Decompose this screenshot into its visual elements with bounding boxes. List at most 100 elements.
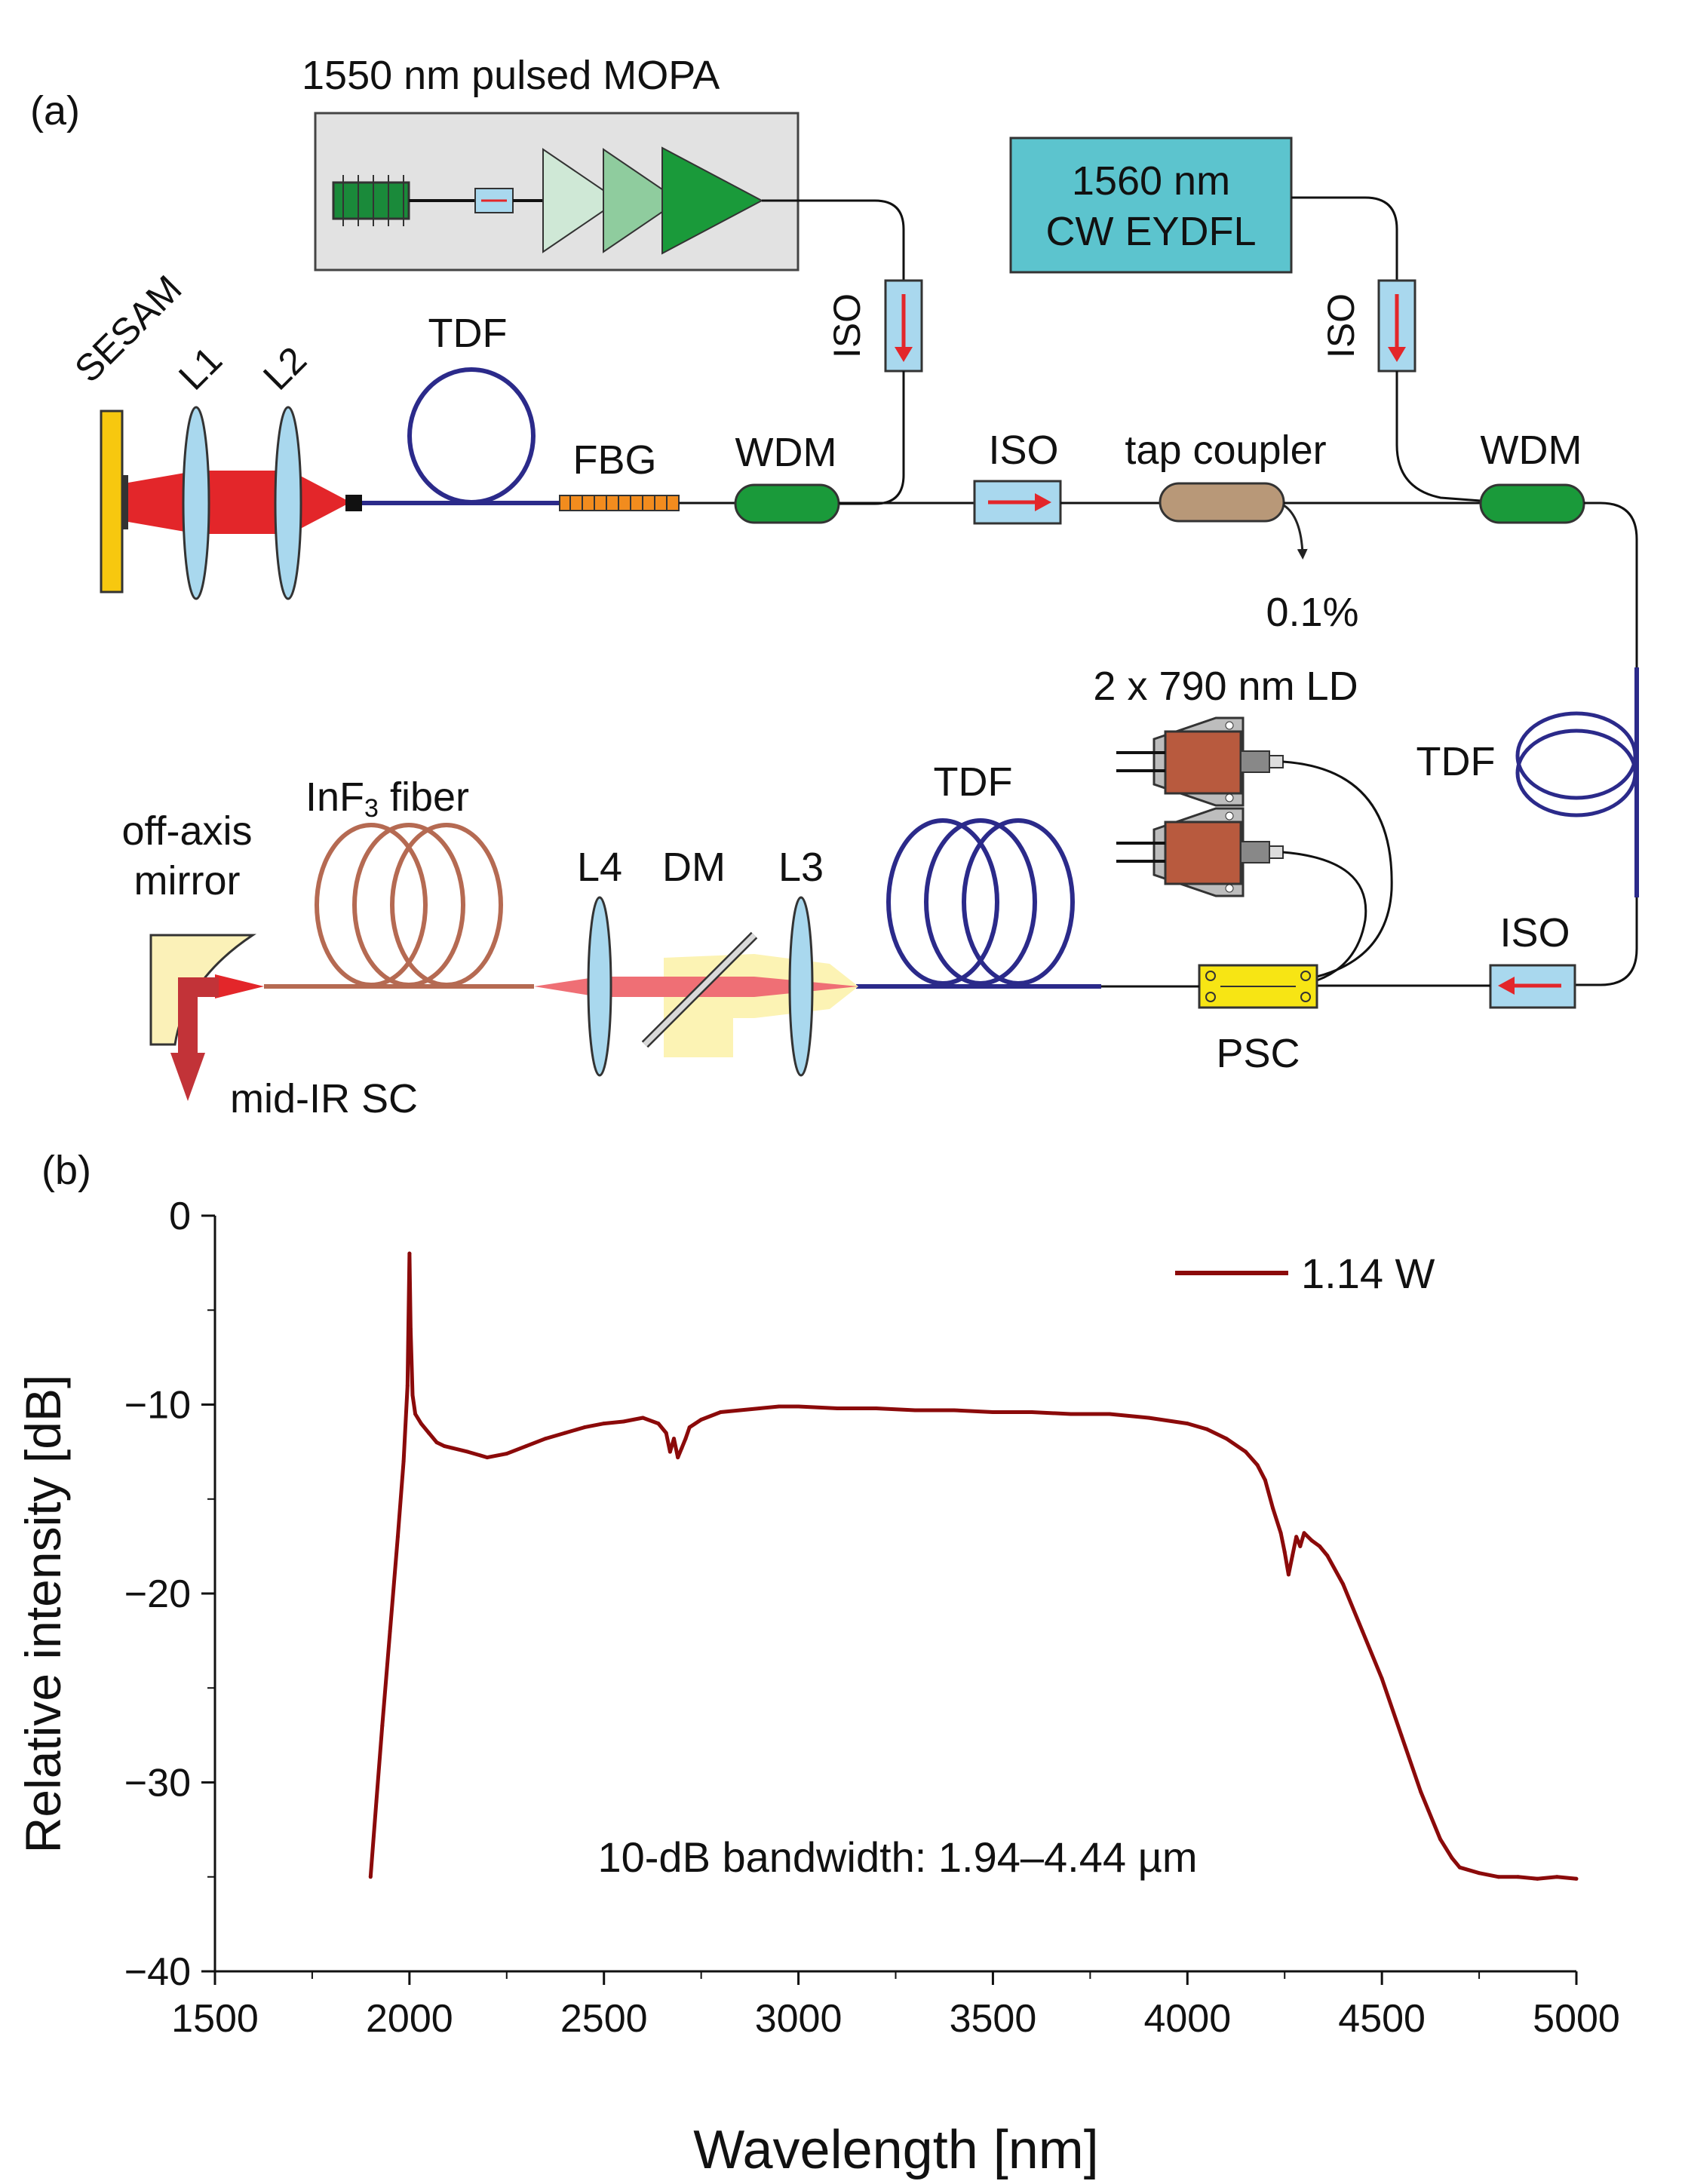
lens-l2	[274, 406, 302, 600]
series-point	[1224, 1437, 1229, 1441]
cw-eydfl-line1: 1560 nm	[1072, 158, 1230, 204]
series-point	[407, 1251, 412, 1256]
tap-output-arrow-icon	[1283, 504, 1308, 560]
x-tick-label: 3500	[950, 1997, 1037, 2041]
series-point	[368, 1875, 373, 1879]
series-point	[1069, 1412, 1073, 1416]
x-tick-label: 2500	[560, 1997, 648, 2041]
ld-label: 2 x 790 nm LD	[1093, 664, 1358, 709]
series-point	[990, 1410, 995, 1414]
dichroic-mirror-face	[643, 933, 757, 1047]
series-point	[664, 1431, 668, 1435]
series-point	[676, 1455, 680, 1460]
series-point	[1574, 1876, 1579, 1881]
series-point	[777, 1404, 781, 1409]
psc-screw-icon	[1205, 992, 1216, 1002]
x-tick-label: 5000	[1533, 1997, 1620, 2041]
series-point	[1450, 1856, 1454, 1860]
wdm-2-label: WDM	[1481, 428, 1582, 473]
series-point	[683, 1437, 688, 1441]
series-point	[1298, 1544, 1303, 1548]
series-point	[1318, 1544, 1322, 1548]
panel-b-label: (b)	[41, 1148, 91, 1193]
inf3-label: InF3 fiber	[305, 775, 469, 823]
x-axis-label: Wavelength [nm]	[693, 2120, 1099, 2180]
mopa-isolator-icon	[474, 188, 514, 213]
series-point	[640, 1416, 645, 1420]
psc-screw-icon	[1205, 971, 1216, 981]
fbg-gratings	[569, 495, 668, 511]
series-point	[505, 1452, 509, 1456]
tdf-3-coil-a	[886, 818, 999, 986]
x-tick-label: 3000	[755, 1997, 842, 2041]
series-point	[1496, 1875, 1501, 1879]
series-point	[680, 1446, 684, 1450]
series-point	[374, 1799, 379, 1804]
series-point	[563, 1431, 567, 1435]
lens-l4	[587, 896, 612, 1077]
series-point	[410, 1393, 415, 1397]
series-point	[1294, 1535, 1299, 1539]
series-point	[434, 1440, 439, 1445]
sc-label: mid-IR SC	[230, 1076, 418, 1121]
series-point	[1380, 1676, 1384, 1681]
y-tick-label: −40	[124, 1950, 191, 1994]
series-point	[699, 1418, 704, 1422]
legend-label: 1.14 W	[1301, 1250, 1435, 1297]
series-point	[952, 1408, 956, 1413]
y-axis-label: Relative intensity [dB]	[15, 1375, 71, 1854]
series-point	[1146, 1416, 1151, 1420]
inf3-coil-c	[390, 823, 503, 987]
tdf-3-coil-c	[962, 818, 1075, 986]
tap-percentage-label: 0.1%	[1266, 590, 1358, 635]
series-line-1	[368, 1251, 1577, 1881]
free-space-beam-right	[534, 977, 858, 997]
pump-beam-yellow	[664, 954, 858, 1057]
mopa-amplifier-icons	[513, 146, 764, 255]
series-point	[405, 1383, 410, 1388]
psc-label: PSC	[1216, 1031, 1300, 1076]
series-point	[1291, 1554, 1294, 1558]
series-point	[1107, 1412, 1112, 1416]
series-point	[835, 1406, 839, 1410]
series-point	[413, 1412, 418, 1416]
tdf-2-loop-b	[1515, 729, 1637, 817]
y-tick-label: −10	[124, 1384, 191, 1428]
pump-fiber-1	[837, 371, 905, 505]
free-space-beam-left	[128, 471, 351, 534]
chart-annotation: 10-dB bandwidth: 1.94–4.44 µm	[597, 1833, 1197, 1881]
series-point	[1185, 1422, 1189, 1426]
series-point	[388, 1629, 392, 1633]
dm-label: DM	[662, 845, 726, 890]
series-point	[757, 1406, 762, 1410]
y-tick-label: −20	[124, 1572, 191, 1616]
mirror-label-line2: mirror	[134, 858, 241, 903]
laser-diode-1-icon	[1116, 716, 1284, 807]
fiber-connector	[345, 495, 362, 511]
tdf-2-loop-a	[1515, 711, 1637, 800]
fiber-return-path	[1575, 502, 1638, 986]
series-point	[582, 1425, 587, 1430]
lens-l2-label: L2	[255, 339, 315, 398]
series-point	[419, 1422, 423, 1426]
wdm-1	[734, 483, 840, 524]
series-point	[1516, 1875, 1521, 1879]
sc-beam-vertical	[178, 977, 198, 1053]
inf3-coil-b	[352, 823, 465, 987]
tap-coupler-label: tap coupler	[1125, 428, 1326, 473]
mopa-label: 1550 nm pulsed MOPA	[302, 53, 720, 98]
series-point	[796, 1404, 801, 1409]
iso-vertical-2-label: ISO	[1320, 293, 1362, 358]
series-points	[368, 1251, 1579, 1881]
series-point	[622, 1419, 625, 1424]
series-point	[1282, 1550, 1287, 1554]
sc-beam-arrow-icon	[170, 1053, 205, 1101]
series-point	[1271, 1506, 1275, 1511]
series-point	[1325, 1554, 1330, 1558]
lens-l1-label: L1	[170, 339, 230, 398]
series-point	[485, 1455, 490, 1460]
series-point	[1399, 1733, 1404, 1738]
